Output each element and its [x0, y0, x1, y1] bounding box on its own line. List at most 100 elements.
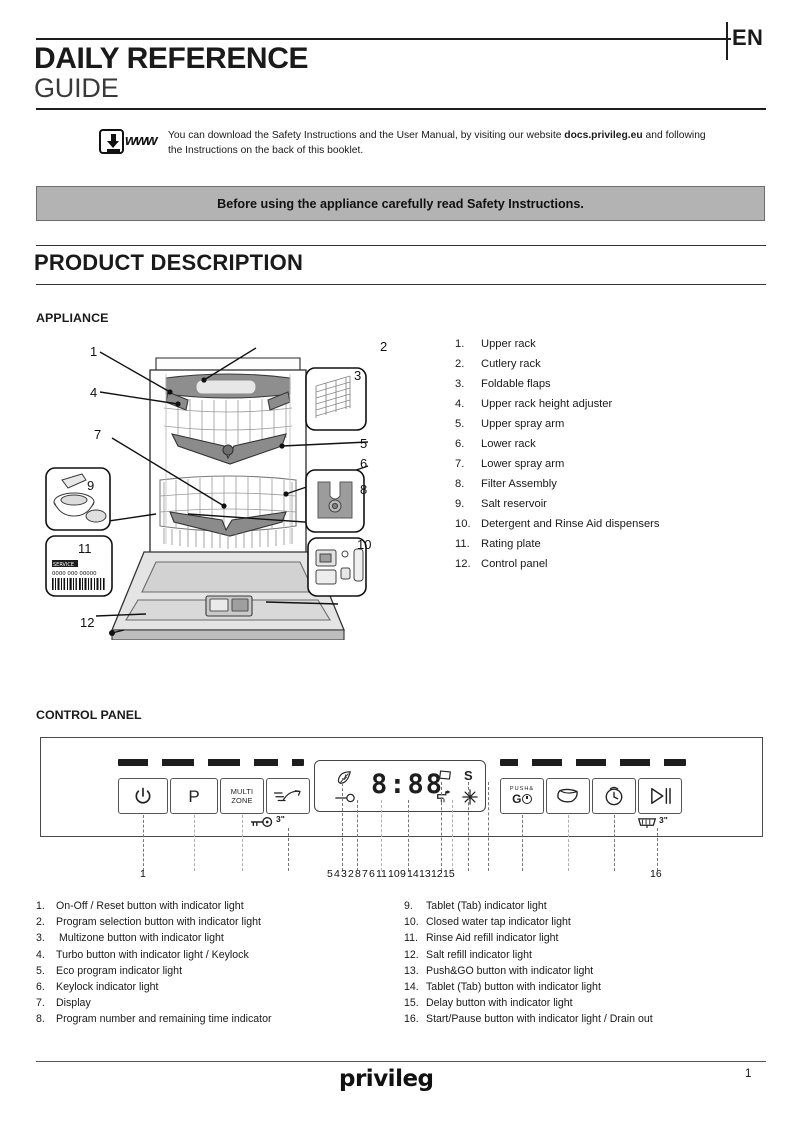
program-selection-button[interactable]: P — [170, 778, 218, 814]
leader-5 — [342, 778, 343, 871]
legend-item: 16. Start/Pause button with indicator lig… — [404, 1011, 774, 1027]
page-title-line2: GUIDE — [34, 73, 119, 103]
diagram-callout-9: 9 — [87, 478, 95, 493]
diagram-callout-1: 1 — [90, 344, 98, 359]
leader-7 — [381, 800, 382, 871]
legend-number: 4. — [36, 948, 45, 961]
control-panel-legend-left: 1.On-Off / Reset button with indicator l… — [36, 898, 386, 1028]
legend-item: 5.Eco program indicator light — [36, 963, 386, 979]
pushgo-small-label: PUSH& — [509, 786, 535, 793]
legend-item: 1.Upper rack — [455, 334, 775, 354]
subsection-title-appliance: APPLIANCE — [36, 311, 109, 325]
rinse-aid-indicator — [462, 789, 478, 810]
start-pause-button[interactable] — [638, 778, 682, 814]
legend-label: Turbo button with indicator light / Keyl… — [56, 948, 249, 961]
leader-1 — [143, 815, 144, 871]
leader-9 — [441, 782, 442, 871]
subsection-title-control-panel: CONTROL PANEL — [36, 708, 142, 722]
diagram-callout-4: 4 — [90, 385, 98, 400]
diagram-callout-2: 2 — [380, 339, 388, 354]
legend-number: 13. — [404, 964, 419, 977]
cp-callout-16: 16 — [650, 868, 662, 880]
legend-item: 10.Closed water tap indicator light — [404, 914, 774, 930]
legend-number: 1. — [36, 900, 45, 912]
cp-callout-13: 13 — [419, 868, 431, 880]
cp-callout-5: 5 — [327, 868, 333, 880]
legend-item: 4. Turbo button with indicator light / Ke… — [36, 947, 386, 963]
legend-item: 8.Program number and remaining time indi… — [36, 1011, 386, 1027]
leaf-icon — [337, 771, 351, 784]
legend-number: 11. — [455, 538, 470, 550]
legend-label: Lower spray arm — [481, 458, 565, 470]
legend-item: 14.Tablet (Tab) button with indicator li… — [404, 979, 774, 995]
eco-indicator — [335, 770, 353, 791]
turbo-icon — [273, 790, 301, 802]
time-program-display: 8:88 — [371, 769, 445, 800]
keylock-indicator — [334, 791, 356, 809]
legend-label: Upper rack height adjuster — [481, 398, 613, 410]
page-number: 1 — [745, 1068, 752, 1080]
language-tab-tick — [726, 22, 728, 60]
legend-item: 6.Lower rack — [455, 434, 775, 454]
header-bottom-rule — [36, 108, 766, 110]
section-rule-top — [36, 245, 766, 247]
legend-label: Tablet (Tab) button with indicator light — [426, 981, 601, 994]
delay-button[interactable] — [592, 778, 636, 814]
diagram-callout-11: 11 — [78, 541, 92, 556]
tablet-tab-button[interactable] — [546, 778, 590, 814]
cp-callout-12: 12 — [431, 868, 443, 880]
legend-number: 9. — [404, 900, 413, 912]
svg-text:SERVICE: SERVICE — [53, 562, 74, 568]
leader-4 — [288, 828, 289, 871]
legend-label: Program selection button with indicator … — [56, 916, 261, 929]
safety-banner: Before using the appliance carefully rea… — [36, 186, 765, 221]
diagram-callout-8: 8 — [360, 482, 368, 497]
drain-hold-seconds: 3" — [659, 815, 668, 825]
legend-label: Start/Pause button with indicator light … — [426, 1013, 653, 1026]
section-rule-bottom — [36, 284, 766, 286]
download-icon — [99, 129, 124, 154]
legend-label: Closed water tap indicator light — [426, 916, 571, 929]
leader-10 — [452, 800, 453, 871]
legend-label: Delay button with indicator light — [426, 997, 573, 1010]
legend-number: 7. — [36, 997, 45, 1010]
legend-label: Eco program indicator light — [56, 964, 183, 977]
legend-item: 3.Foldable flaps — [455, 374, 775, 394]
safety-banner-text: Before using the appliance carefully rea… — [217, 196, 584, 211]
turbo-button[interactable] — [266, 778, 310, 814]
legend-number: 7. — [455, 458, 465, 470]
legend-number: 15. — [404, 997, 419, 1010]
diagram-callout-3: 3 — [354, 368, 362, 383]
legend-label: Lower rack — [481, 438, 536, 450]
clock-icon — [605, 786, 623, 806]
legend-number: 6. — [36, 981, 45, 994]
tablet-icon — [557, 788, 578, 803]
legend-label: Display — [56, 997, 91, 1010]
legend-item: 11.Rating plate — [455, 534, 775, 554]
on-off-reset-button[interactable] — [118, 778, 168, 814]
legend-item: 15. Delay button with indicator light — [404, 995, 774, 1011]
legend-number: 16. — [404, 1013, 419, 1026]
legend-number: 10. — [455, 518, 471, 530]
legend-label: Cutlery rack — [481, 358, 541, 370]
legend-number: 3. — [36, 932, 45, 945]
section-title-product-description: PRODUCT DESCRIPTION — [34, 250, 304, 275]
key-icon — [335, 793, 355, 803]
cp-callout-14: 14 — [407, 868, 419, 880]
leader-2 — [194, 815, 195, 871]
language-tab-en: EN — [732, 25, 764, 50]
push-and-go-button[interactable]: PUSH& G — [500, 778, 544, 814]
diagram-callout-7: 7 — [94, 427, 102, 442]
diagram-callout-5: 5 — [360, 436, 368, 451]
keylock-hold-seconds: 3" — [276, 814, 285, 824]
leader-16 — [657, 828, 658, 871]
pushgo-label: G — [510, 793, 534, 805]
legend-label: Filter Assembly — [481, 478, 557, 490]
tablet-icon — [439, 770, 451, 780]
star-icon — [462, 789, 478, 805]
legend-item: 4.Upper rack height adjuster — [455, 394, 775, 414]
leader-14 — [568, 815, 569, 871]
key-icon — [250, 816, 273, 828]
